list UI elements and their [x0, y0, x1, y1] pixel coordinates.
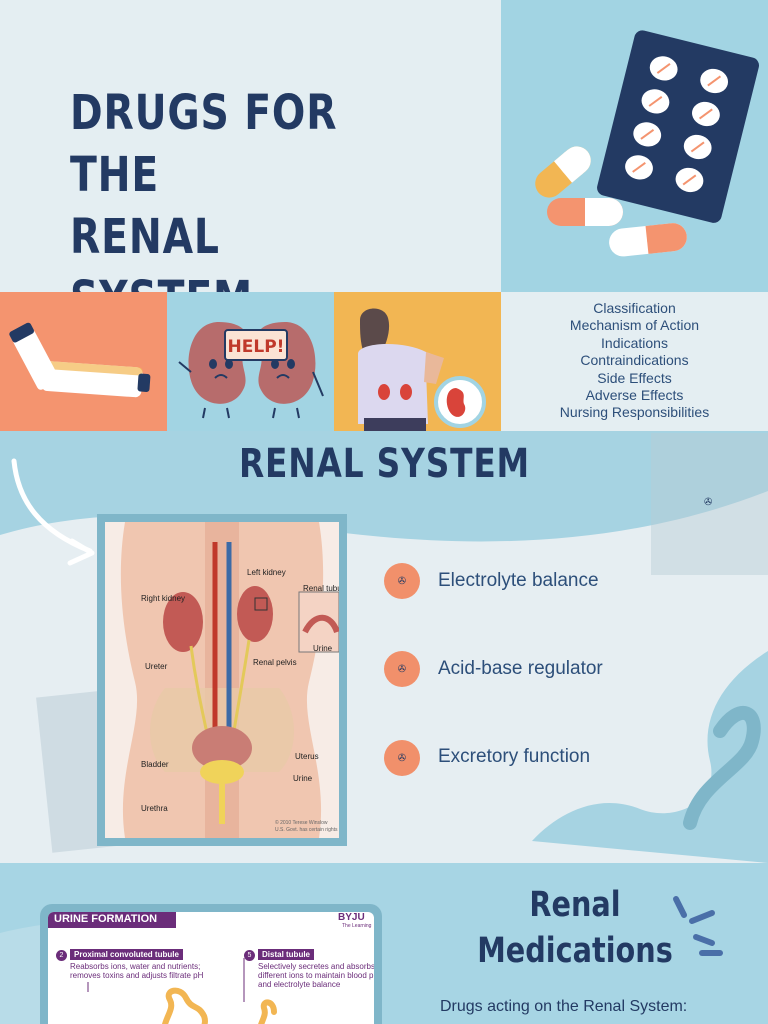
section-title-renal-medications: Renal Medications [455, 882, 695, 974]
step-number-2: 2 [56, 950, 67, 961]
label-right-kidney: Right kidney [141, 594, 186, 603]
brand-logo: BYJU [338, 912, 365, 923]
help-sign-text: HELP! [228, 337, 285, 357]
section-background-shapes [0, 431, 768, 863]
step-number-5: 5 [244, 950, 255, 961]
bullet-excretory-function: Excretory function [438, 746, 591, 767]
urinary-anatomy-illustration [120, 522, 339, 838]
topics-list: Classification Mechanism of Action Indic… [501, 300, 768, 422]
label-renal-tubule: Renal tubule [303, 584, 339, 593]
bullet-electrolyte-balance: Electrolyte balance [438, 570, 599, 591]
corner-glyph: ✇ [704, 497, 713, 508]
urine-formation-card: URINE FORMATION BYJU The Learning 2 Prox… [40, 904, 382, 1024]
card-header: URINE FORMATION [48, 912, 176, 928]
bullet-icon: ✇ [384, 563, 420, 599]
bullet-icon: ✇ [384, 740, 420, 776]
label-ureter: Ureter [145, 662, 168, 671]
bullet-acid-base-regulator: Acid-base regulator [438, 658, 603, 679]
label-bladder: Bladder [141, 760, 169, 769]
label-copyright: © 2010 Terese Winslow [275, 820, 328, 826]
inhaler-icon [9, 322, 151, 398]
med-title-line-1: Renal [529, 885, 621, 925]
step-text-proximal-tubule: Reabsorbs ions, water and nutrients; rem… [70, 962, 204, 980]
pills-illustration [535, 30, 759, 257]
step-title-distal-tubule: Distal tubule [258, 949, 315, 960]
bullet-icon: ✇ [384, 651, 420, 687]
back-pain-tile [334, 292, 501, 431]
step-text-distal-tubule: Selectively secretes and absorbs differe… [258, 962, 374, 989]
topic-item: Classification [593, 300, 676, 316]
urinary-system-diagram: Right kidney Left kidney Renal tubule Ur… [105, 522, 339, 838]
label-uterus: Uterus [295, 752, 319, 761]
topic-item: Indications [601, 334, 668, 351]
hero-panel: DRUGS FOR THE RENAL SYSTEM [0, 0, 501, 327]
kidneys-help-icon: HELP! [178, 322, 324, 419]
topics-tile: Classification Mechanism of Action Indic… [501, 292, 768, 431]
nephron-illustration [87, 958, 277, 1024]
topic-item: Side Effects [597, 369, 672, 386]
section-title-renal-system: RENAL SYSTEM [238, 441, 530, 487]
label-urine-inset: Urine [313, 644, 333, 653]
label-left-kidney: Left kidney [247, 568, 286, 577]
kidneys-help-tile: HELP! [167, 292, 334, 431]
medications-subtitle: Drugs acting on the Renal System: [440, 998, 688, 1015]
back-pain-illustration [358, 308, 486, 431]
topic-item: Contraindications [580, 352, 689, 369]
pills-illustration-panel [501, 0, 768, 292]
urine-formation-infographic: URINE FORMATION BYJU The Learning 2 Prox… [48, 912, 374, 1024]
topic-item: Adverse Effects [585, 387, 684, 404]
brand-sub: The Learning [342, 923, 372, 929]
med-title-line-2: Medications [477, 931, 673, 971]
step-title-proximal-tubule: Proximal convoluted tubule [70, 949, 183, 960]
label-copyright-2: U.S. Govt. has certain rights [275, 827, 338, 833]
topic-item: Nursing Responsibilities [559, 404, 710, 421]
title-line-1: DRUGS FOR THE [70, 85, 338, 203]
topic-item: Mechanism of Action [569, 317, 700, 334]
inhaler-tile [0, 292, 167, 431]
label-renal-pelvis: Renal pelvis [253, 658, 297, 667]
label-urethra: Urethra [141, 804, 168, 813]
anatomy-image-frame: Right kidney Left kidney Renal tubule Ur… [97, 514, 347, 846]
label-urine: Urine [293, 774, 313, 783]
